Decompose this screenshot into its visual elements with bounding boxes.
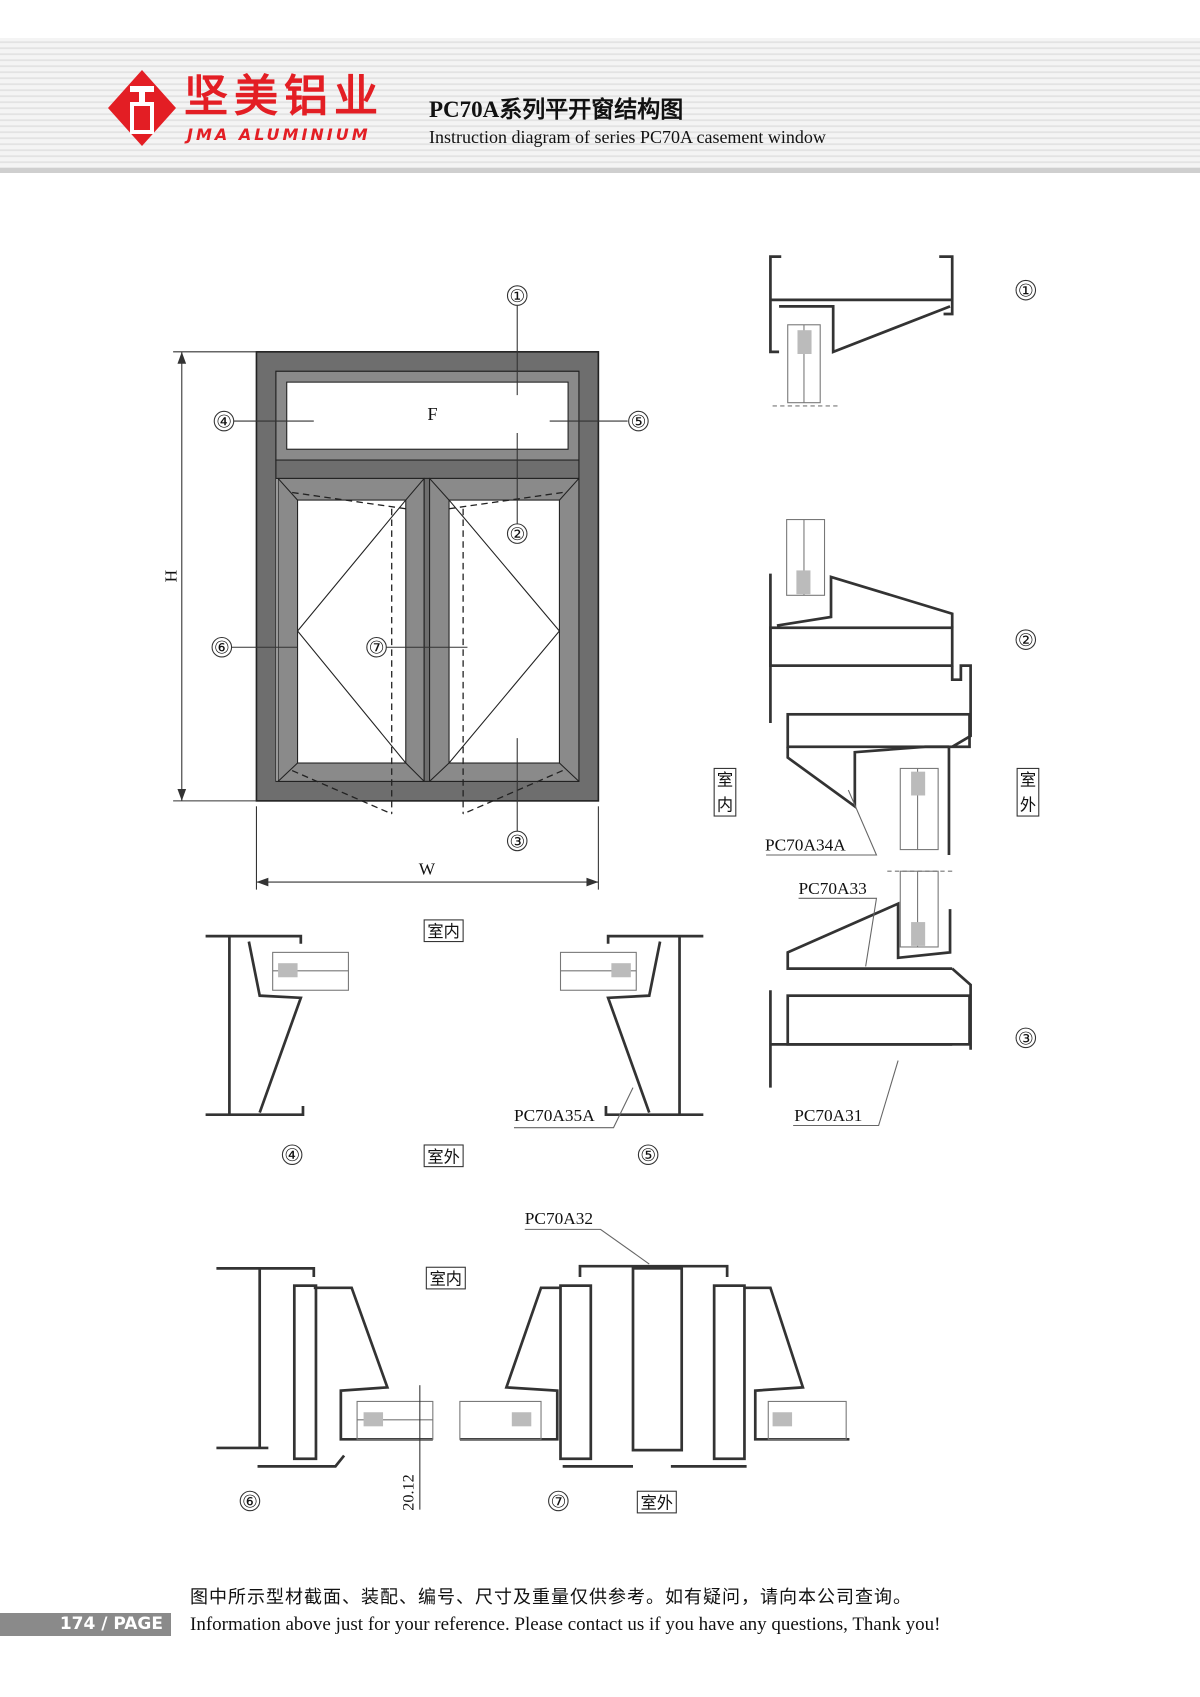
section-5 (513, 934, 704, 1166)
part-label-pc70a32: PC70A32 (525, 1209, 593, 1228)
page-title: PC70A系列平开窗结构图 (429, 97, 684, 122)
window-elevation: F H W ① ② ③ ④ ⑤ ⑥ ⑦ (161, 285, 649, 890)
section-7-marker: ⑦ (551, 1492, 567, 1511)
section-1 (769, 255, 1037, 407)
outdoor-label-v1: 室 (1020, 771, 1036, 790)
height-label: H (161, 570, 180, 583)
dimension-value: 20.12 (399, 1474, 417, 1511)
marker-4: ④ (216, 413, 232, 432)
footer-note-en: Information above just for your referenc… (190, 1614, 941, 1635)
part-label-pc70a35a: PC70A35A (514, 1106, 595, 1125)
section-4-marker: ④ (284, 1146, 300, 1165)
section-4 (205, 934, 349, 1166)
marker-7: ⑦ (369, 639, 385, 658)
section-6-marker: ⑥ (242, 1492, 258, 1511)
section-3-marker: ③ (1018, 1029, 1034, 1048)
fixed-pane-label: F (427, 404, 437, 424)
width-label: W (419, 859, 436, 878)
logo-text-cn: 坚美铝业 (184, 71, 384, 122)
outdoor-label-1: 室外 (427, 1147, 459, 1166)
section-2 (766, 519, 1037, 856)
section-3 (769, 870, 1037, 1127)
marker-6: ⑥ (214, 639, 230, 658)
page-subtitle: Instruction diagram of series PC70A case… (429, 127, 826, 147)
outdoor-label-v2: 外 (1020, 796, 1036, 815)
section-2-marker: ② (1018, 631, 1034, 650)
logo-diamond-icon (108, 70, 176, 146)
outdoor-label-2: 室外 (641, 1494, 673, 1513)
indoor-label-2: 室内 (430, 1270, 462, 1289)
part-label-pc70a34a: PC70A34A (765, 836, 846, 855)
header-band (0, 38, 1200, 173)
page-number: 174 / PAGE (0, 1613, 171, 1636)
indoor-label-v1: 室 (717, 771, 733, 790)
marker-2: ② (509, 525, 525, 544)
indoor-label-1: 室内 (427, 922, 459, 941)
part-label-pc70a33: PC70A33 (799, 879, 867, 898)
section-5-marker: ⑤ (640, 1146, 656, 1165)
section-6 (216, 1266, 434, 1512)
marker-5: ⑤ (631, 413, 647, 432)
marker-3: ③ (509, 832, 525, 851)
logo-text-en: JMA ALUMINIUM (187, 125, 371, 144)
section-7 (459, 1228, 850, 1512)
footer-note-cn: 图中所示型材截面、装配、编号、尺寸及重量仅供参考。如有疑问，请向本公司查询。 (190, 1587, 912, 1608)
part-label-pc70a31: PC70A31 (794, 1106, 862, 1125)
marker-1: ① (509, 287, 525, 306)
section-1-marker: ① (1018, 282, 1034, 301)
header-divider (0, 168, 1200, 173)
indoor-label-v2: 内 (717, 796, 733, 815)
